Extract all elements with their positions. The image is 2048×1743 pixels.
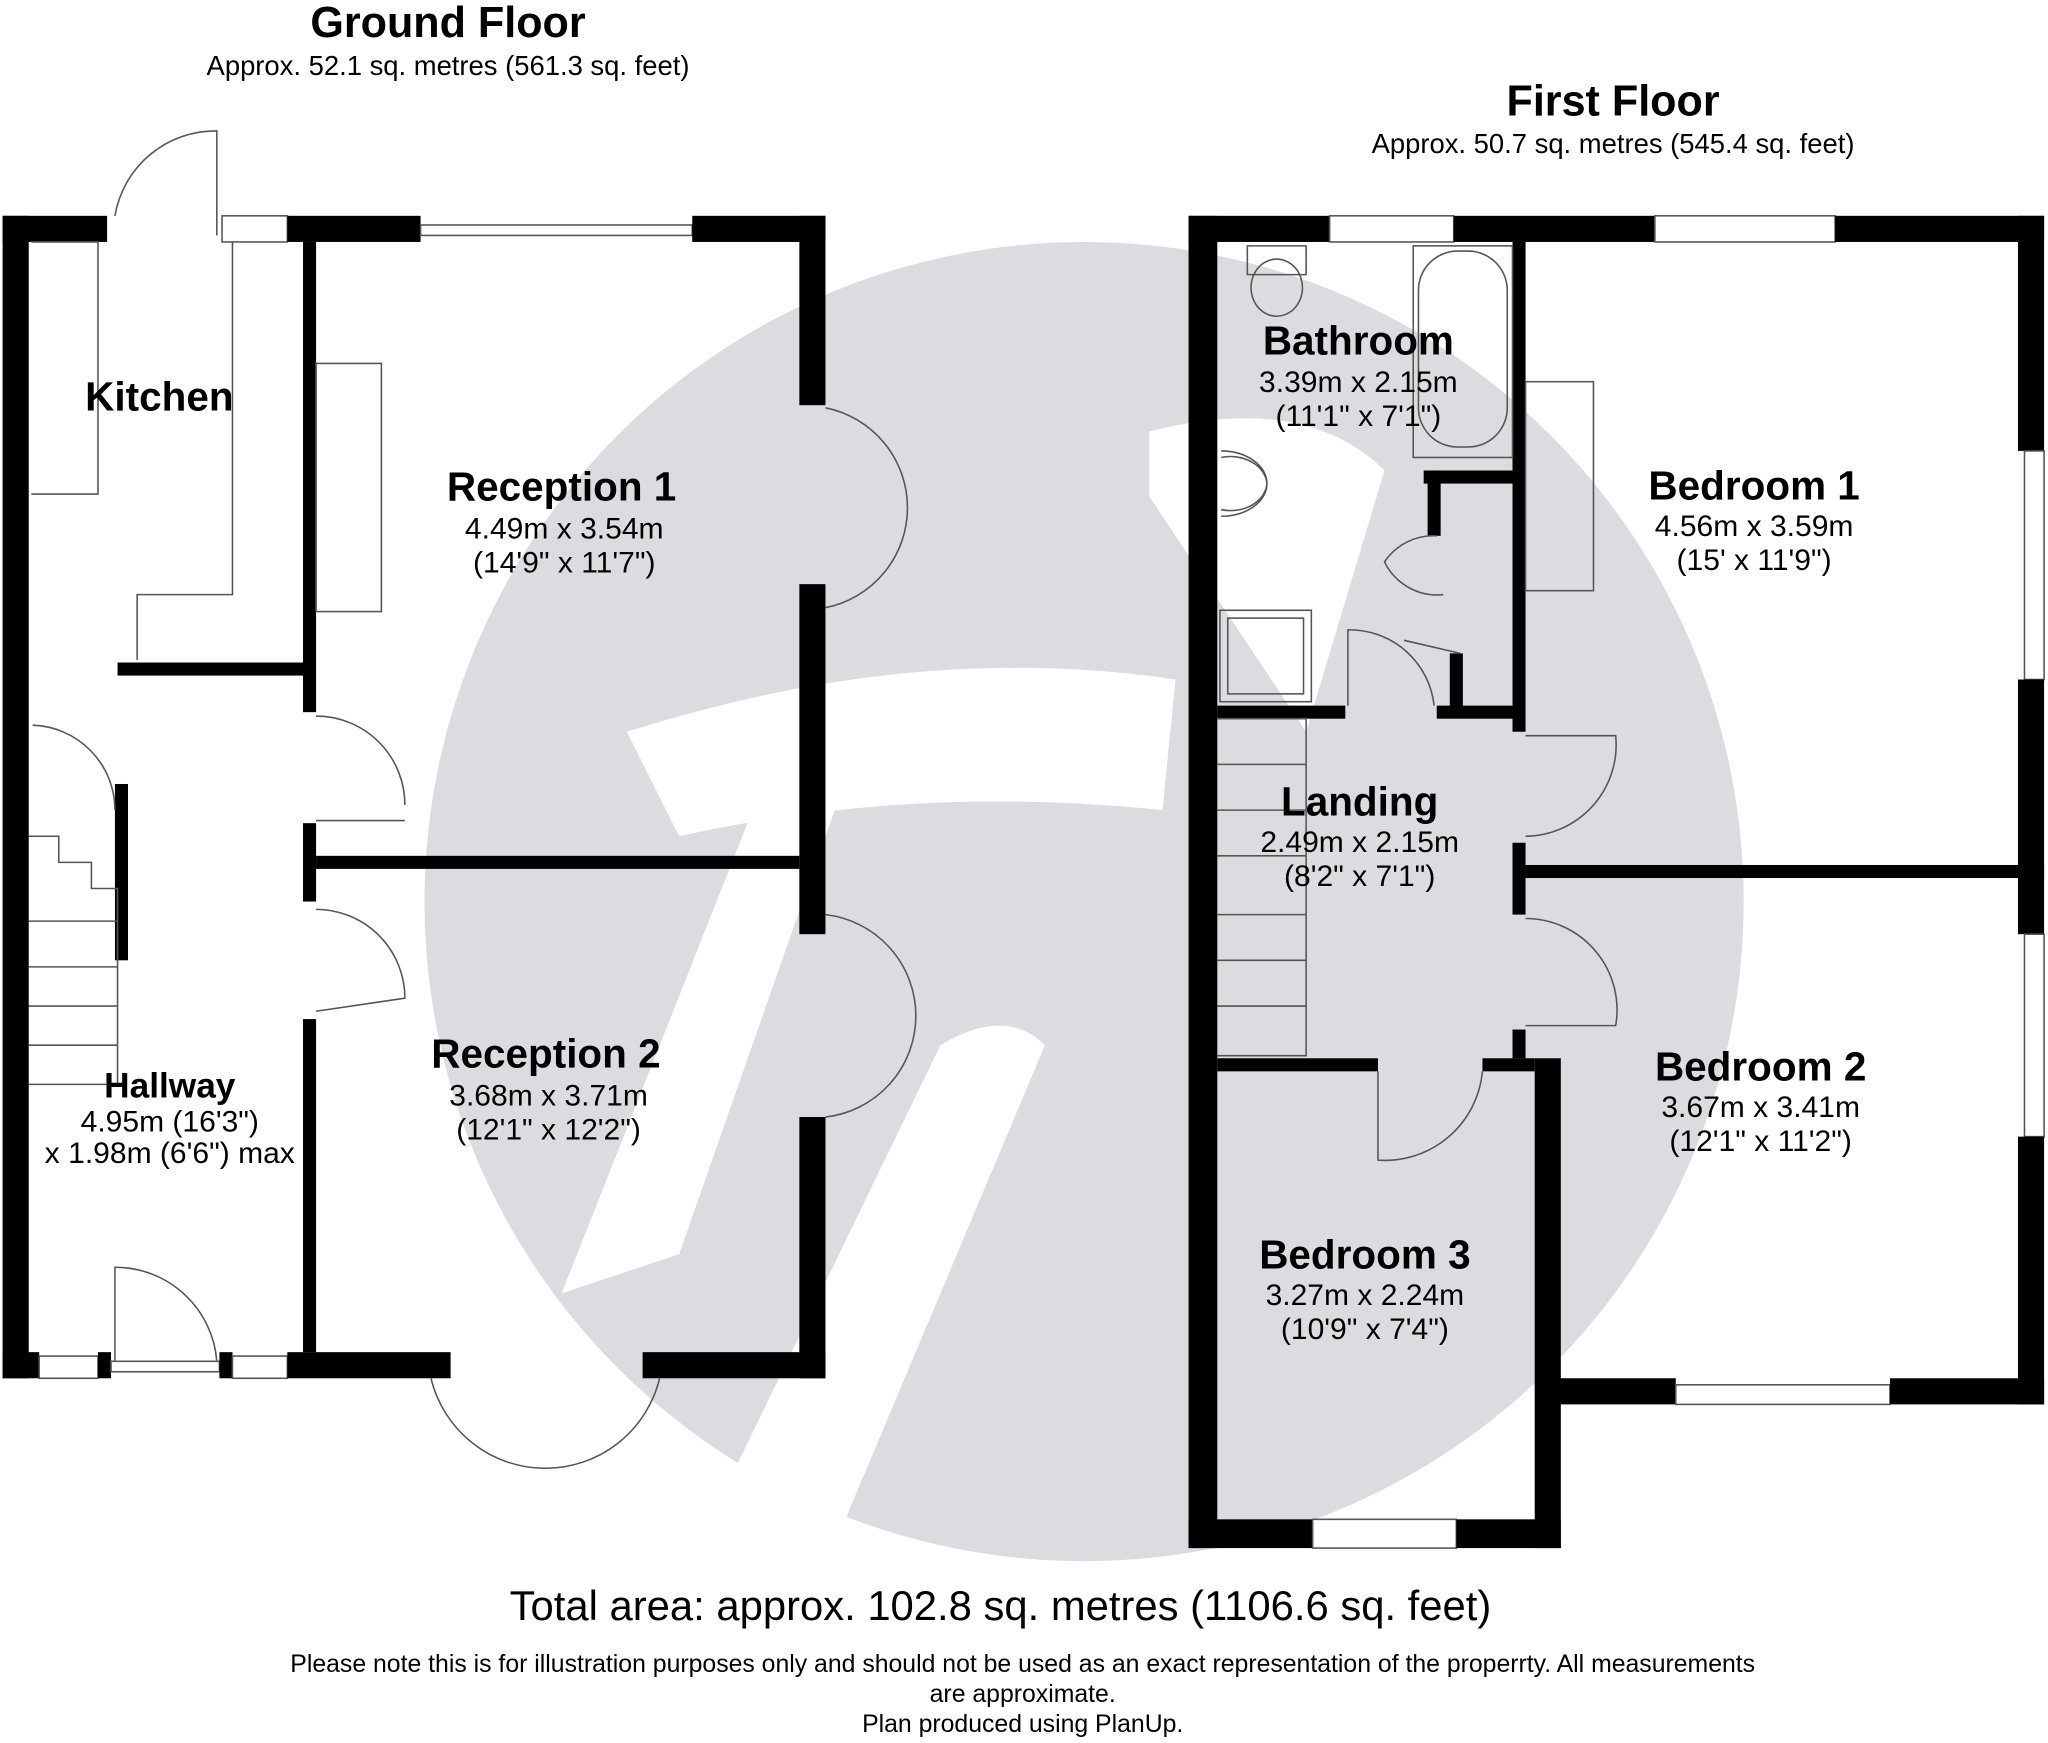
room-landing-dim-m: 2.49m x 2.15m	[1260, 826, 1459, 859]
room-hallway-name: Hallway	[104, 1066, 236, 1105]
room-bathroom-name: Bathroom	[1263, 317, 1454, 363]
ground-floor-title: Ground Floor	[310, 0, 585, 47]
room-bedroom3-name: Bedroom 3	[1259, 1232, 1470, 1278]
room-bedroom2-dim-m: 3.67m x 3.41m	[1661, 1091, 1860, 1124]
room-kitchen-name: Kitchen	[85, 373, 233, 419]
room-hallway-dim-m: 4.95m (16'3")	[81, 1105, 259, 1138]
room-bedroom1-name: Bedroom 1	[1648, 462, 1859, 508]
room-bedroom3-dim-m: 3.27m x 2.24m	[1266, 1279, 1465, 1312]
room-bedroom1-dim-m: 4.56m x 3.59m	[1655, 510, 1854, 543]
room-landing-dim-ft: (8'2" x 7'1")	[1284, 860, 1435, 893]
room-bathroom-dim-m: 3.39m x 2.15m	[1259, 366, 1458, 399]
first-floor-area: Approx. 50.7 sq. metres (545.4 sq. feet)	[1372, 128, 1855, 159]
disclaimer-line2: are approximate.	[930, 1681, 1116, 1708]
room-bedroom2-dim-ft: (12'1" x 11'2")	[1669, 1125, 1851, 1158]
ground-floor-plan	[2, 130, 917, 1470]
room-reception2-name: Reception 2	[431, 1030, 660, 1076]
room-reception1-dim-m: 4.49m x 3.54m	[465, 512, 664, 545]
room-bathroom-dim-ft: (11'1" x 7'1")	[1275, 400, 1441, 433]
first-floor-plan	[1188, 215, 2045, 1549]
room-reception2-dim-m: 3.68m x 3.71m	[449, 1079, 648, 1112]
room-hallway-dim-ft: x 1.98m (6'6") max	[45, 1137, 295, 1170]
first-floor-title: First Floor	[1507, 77, 1720, 125]
room-reception1-dim-ft: (14'9" x 11'7")	[473, 546, 655, 579]
room-bedroom2-name: Bedroom 2	[1655, 1043, 1866, 1089]
room-bedroom3-dim-ft: (10'9" x 7'4")	[1281, 1313, 1449, 1346]
disclaimer-line1: Please note this is for illustration pur…	[290, 1651, 1755, 1678]
room-bedroom1-dim-ft: (15' x 11'9")	[1677, 544, 1832, 577]
total-area: Total area: approx. 102.8 sq. metres (11…	[510, 1582, 1492, 1629]
ground-floor-area: Approx. 52.1 sq. metres (561.3 sq. feet)	[207, 50, 690, 81]
plan-credit: Plan produced using PlanUp.	[862, 1711, 1183, 1738]
room-reception2-dim-ft: (12'1" x 12'2")	[456, 1113, 641, 1146]
room-reception1-name: Reception 1	[447, 464, 676, 510]
watermark-logo	[424, 241, 1744, 1562]
room-landing-name: Landing	[1281, 778, 1438, 824]
